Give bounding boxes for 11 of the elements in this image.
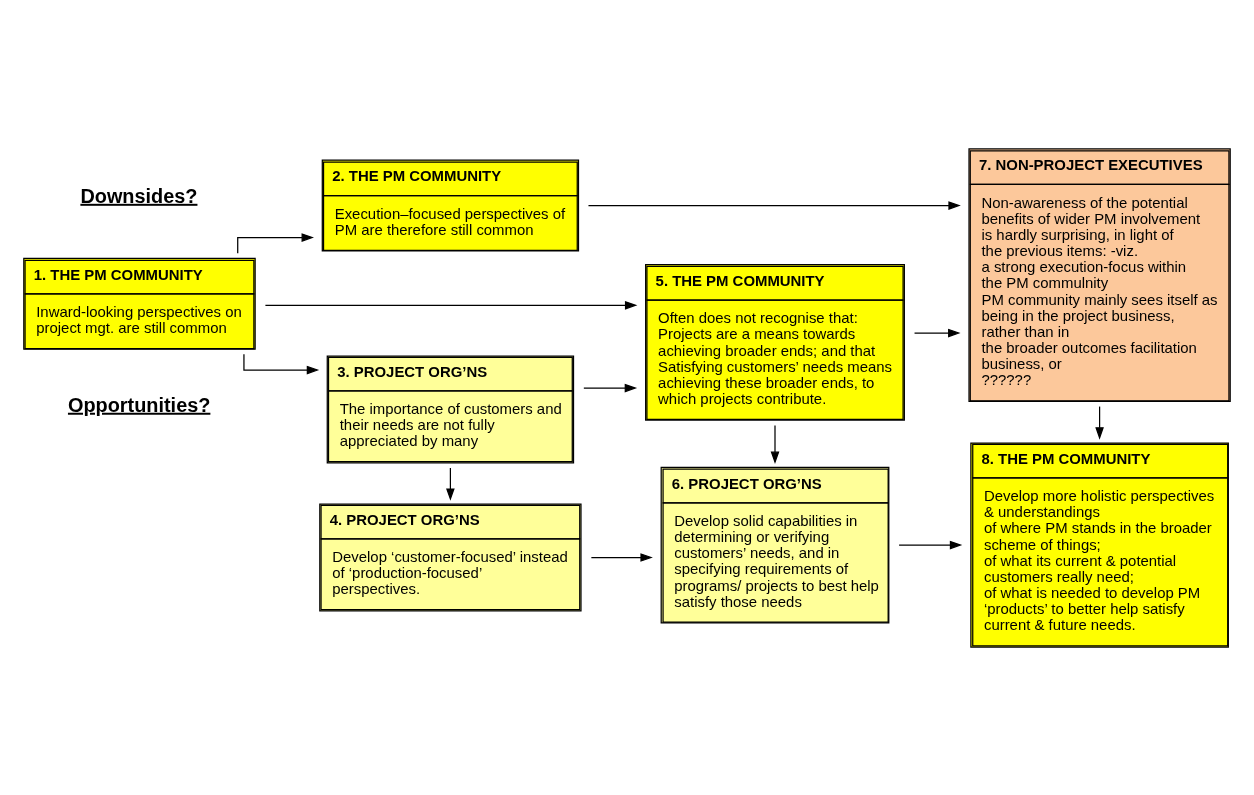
- arrow: [898, 540, 963, 549]
- arrow: [446, 466, 455, 501]
- arrow: [587, 200, 961, 210]
- arrow: [264, 300, 638, 310]
- arrow: [590, 552, 653, 562]
- arrow: [913, 328, 961, 337]
- arrow: [770, 424, 780, 464]
- label: Downsides?: [80, 184, 198, 207]
- arrow: [1095, 405, 1104, 440]
- label: Opportunities?: [67, 393, 211, 416]
- arrow: [583, 383, 638, 392]
